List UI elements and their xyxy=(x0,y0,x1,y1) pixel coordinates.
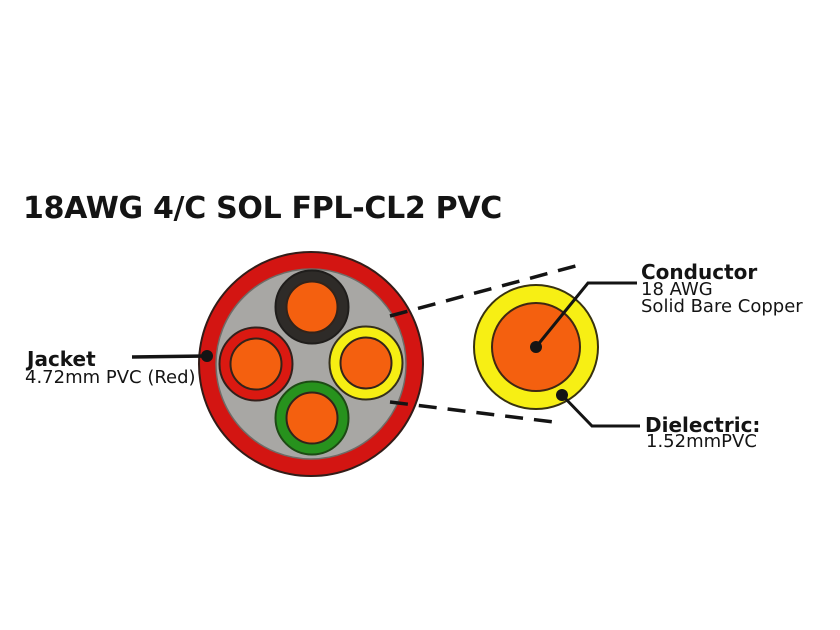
conductor-callout-dot xyxy=(530,341,542,353)
cable-filler xyxy=(215,268,407,460)
conductor-callout-line xyxy=(534,281,637,348)
dielectric-callout-pointer xyxy=(556,389,640,428)
jacket-callout-line xyxy=(131,354,207,359)
conductor-right-copper xyxy=(339,336,393,390)
jacket-callout-pointer xyxy=(131,350,213,362)
dielectric-callout-dot xyxy=(556,389,568,401)
diagram-title: 18AWG 4/C SOL FPL-CL2 PVC xyxy=(23,191,502,226)
dielectric-callout-line xyxy=(560,393,640,428)
jacket-label-detail: 4.72mm PVC (Red) xyxy=(25,367,196,388)
conductor-label-gauge: 18 AWG xyxy=(641,279,713,300)
cable-cross-section xyxy=(198,251,424,477)
conductor-top-copper xyxy=(285,280,339,334)
conductor-callout-pointer xyxy=(530,281,637,353)
dielectric-label-heading: Dielectric: xyxy=(645,413,761,437)
dielectric-label-detail: 1.52mmPVC xyxy=(646,431,757,452)
conductor-left-copper xyxy=(229,337,283,391)
jacket-label-heading: Jacket xyxy=(27,347,96,371)
jacket-callout-dot xyxy=(201,350,213,362)
conductor-bottom-copper xyxy=(285,391,339,445)
conductor-label-material: Solid Bare Copper xyxy=(641,296,803,317)
conductor-label-heading: Conductor xyxy=(641,260,758,284)
zoom-guide-dashed-line-top xyxy=(389,262,584,318)
